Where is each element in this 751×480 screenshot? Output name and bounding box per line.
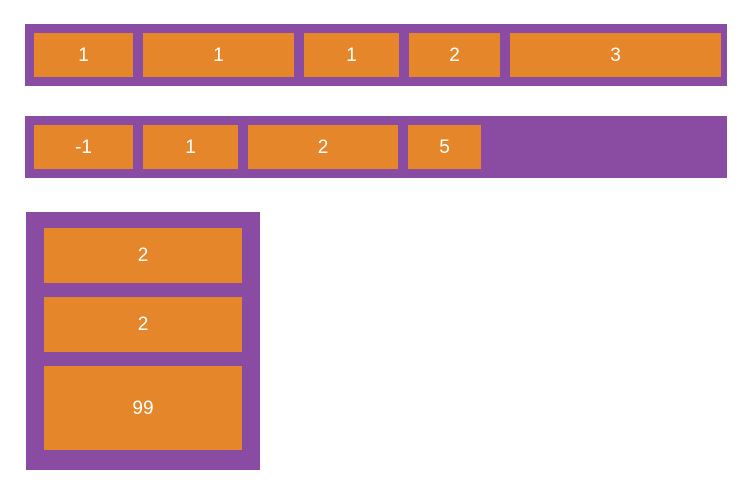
flex-item: 2 [44,297,242,352]
flex-item: 3 [510,33,721,77]
flex-item: 2 [44,228,242,283]
flex-item: 1 [143,33,294,77]
flex-item: 2 [409,33,500,77]
flex-container-row-one: 1 1 1 2 3 [25,24,727,86]
flex-container-row-two: -1 1 2 5 [25,116,727,178]
flex-item: 5 [408,125,481,169]
flex-item: 1 [143,125,238,169]
flex-item: -1 [34,125,133,169]
flex-item: 1 [304,33,399,77]
flex-item: 99 [44,366,242,450]
flex-item: 2 [248,125,398,169]
flex-item: 1 [34,33,133,77]
flex-container-column-one: 2 2 99 [26,212,260,470]
